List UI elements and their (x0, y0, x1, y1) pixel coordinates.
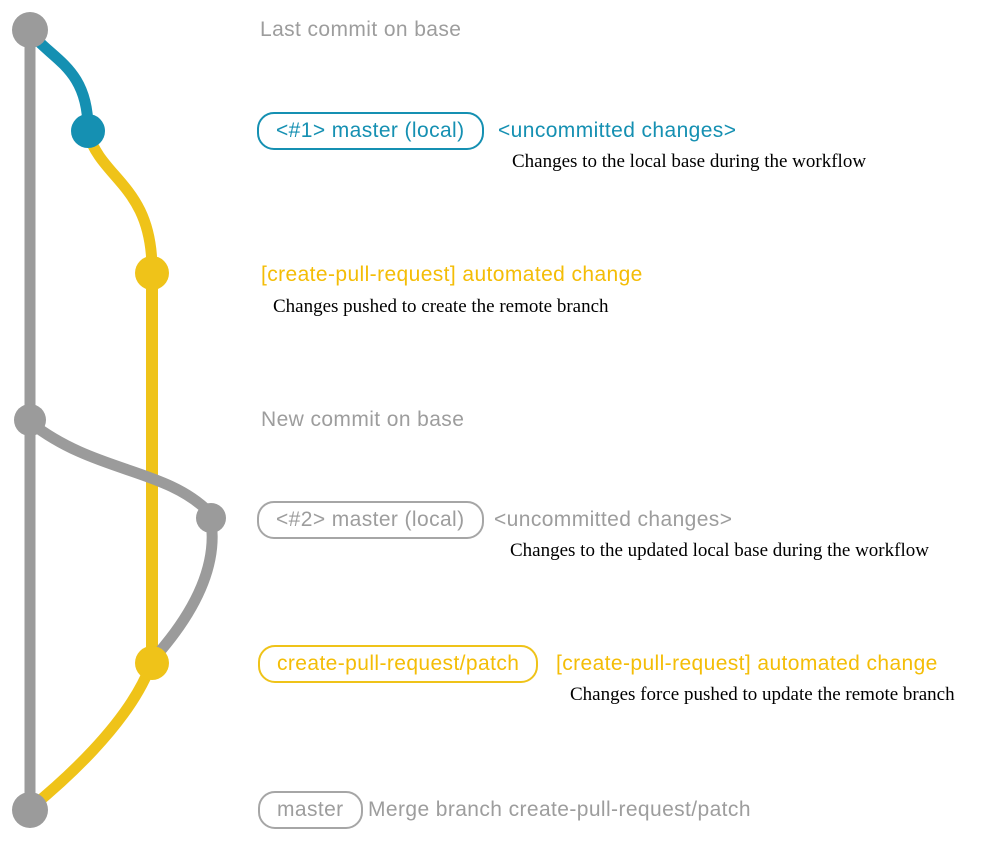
merge-commit-label: Merge branch create-pull-request/patch (368, 798, 751, 821)
uncommitted-changes-caption-1: Changes to the local base during the wor… (512, 151, 867, 172)
branch-badge-master-local-1: <#1> master (local) (257, 112, 484, 150)
rebase-curve-in (150, 515, 218, 662)
rebase-curve-out (25, 417, 215, 518)
commit-node-uncommitted-2 (196, 503, 226, 533)
commit-node-new-base (14, 404, 46, 436)
patch-merge-curve (26, 661, 156, 813)
commit-node-uncommitted-1 (71, 114, 105, 148)
automated-change-label-1: [create-pull-request] automated change (261, 263, 643, 286)
branch-badge-patch: create-pull-request/patch (258, 645, 539, 683)
new-commit-label: New commit on base (261, 408, 465, 431)
commit-node-last-base (12, 12, 48, 48)
branch-badge-master: master (258, 791, 363, 829)
commit-node-merge (12, 792, 48, 828)
commit-node-patch-2 (135, 646, 169, 680)
branch-badge-master-local-2: <#2> master (local) (257, 501, 484, 539)
patch-branch-curve-top (82, 127, 158, 276)
automated-change-caption-1: Changes pushed to create the remote bran… (273, 296, 609, 317)
last-commit-label: Last commit on base (260, 18, 462, 41)
uncommitted-changes-label-2: <uncommitted changes> (494, 508, 733, 531)
local-changes-curve (24, 26, 94, 135)
commit-node-patch-1 (135, 256, 169, 290)
uncommitted-changes-caption-2: Changes to the updated local base during… (510, 540, 929, 561)
uncommitted-changes-label-1: <uncommitted changes> (498, 119, 737, 142)
automated-change-caption-2: Changes force pushed to update the remot… (570, 684, 955, 705)
automated-change-label-2: [create-pull-request] automated change (556, 652, 938, 675)
